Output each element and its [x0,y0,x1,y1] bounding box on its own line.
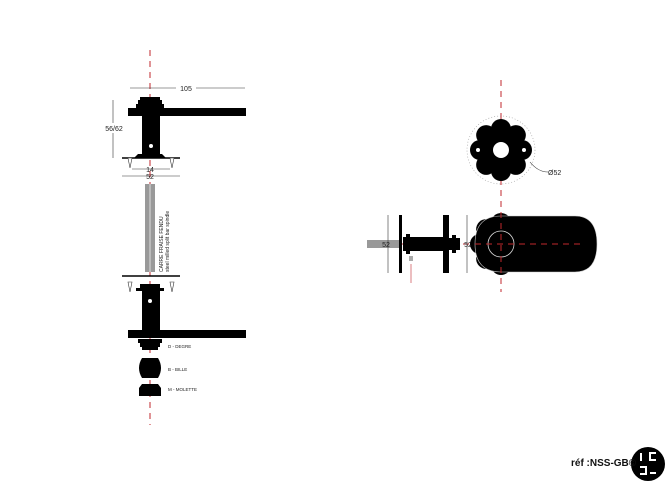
dimension-56-62: 56/62 [103,100,125,158]
svg-text:52: 52 [382,242,390,249]
svg-text:B - BILLE: B - BILLE [168,367,187,372]
dimension-diameter: Ø52 [548,170,561,177]
svg-text:52: 52 [146,174,154,181]
rosette-hole [476,148,480,152]
dimension-14: 14 [132,167,170,174]
variant-molette: M - MOLETTE [139,384,197,396]
upper-handle [122,97,246,169]
screw-icon [127,281,133,293]
variant-bille: B - BILLE [139,358,187,378]
lever-bar [128,330,246,338]
svg-text:14: 14 [146,167,154,174]
screw-icon [169,281,175,293]
leader-line [529,161,549,173]
screw-icon [169,157,175,169]
rosette-hole [522,148,526,152]
svg-text:52: 52 [464,242,472,249]
rosette-top-view [470,119,532,181]
rosette-hole [493,142,509,158]
brand-logo [631,447,665,481]
lower-handle [122,275,246,338]
side-view: 52 52 [367,215,472,283]
svg-text:M - MOLETTE: M - MOLETTE [168,387,197,392]
screw-icon [127,157,133,169]
spindle-label-fr: CARRE FRAISE FENDU [159,216,165,272]
svg-text:D - DEGRE: D - DEGRE [168,344,191,349]
variant-degre: D - DEGRE [138,339,191,350]
dimension-52: 52 [122,174,180,181]
svg-text:56/62: 56/62 [105,126,123,133]
spindle-label-en: steel milled split bar spindle [165,211,171,272]
svg-text:105: 105 [180,86,192,93]
lever-bar [128,108,246,116]
reference-code: réf :NSS-GB© [571,458,637,469]
dimension-105: 105 [130,83,245,93]
spindle-side [367,240,400,248]
